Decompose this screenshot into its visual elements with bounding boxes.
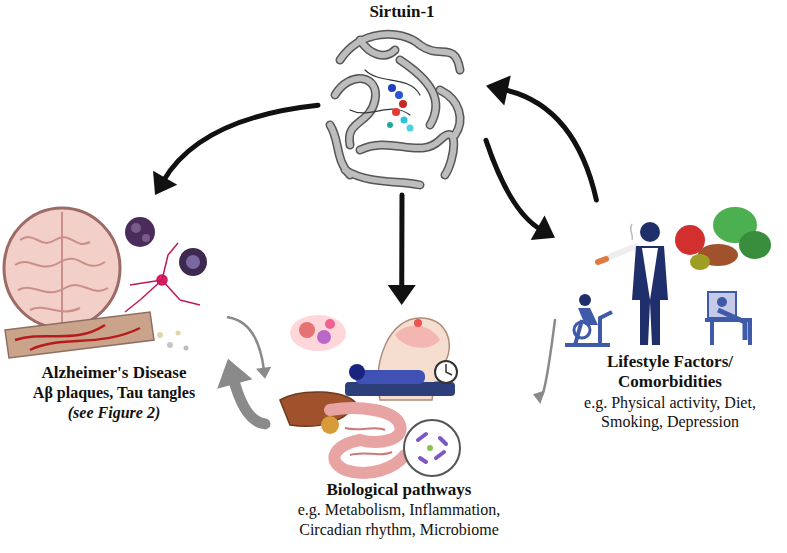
neuron bbox=[125, 243, 200, 312]
arrow-head bbox=[388, 285, 416, 305]
connector-line bbox=[541, 320, 555, 397]
body-pathways bbox=[280, 315, 460, 476]
connector-line bbox=[233, 379, 265, 424]
connector-line bbox=[163, 105, 318, 181]
node-title: Alzheimer's Disease bbox=[0, 363, 228, 383]
node-body: e.g. Metabolism, Inflammation, Circadian… bbox=[265, 500, 533, 538]
connector-arrow bbox=[486, 140, 555, 239]
connector-arrow bbox=[388, 195, 416, 305]
node-title: Lifestyle Factors/ Comorbidities bbox=[555, 352, 785, 393]
connector-line bbox=[486, 140, 541, 229]
connector-line bbox=[503, 90, 596, 200]
node-title: Sirtuin-1 bbox=[318, 2, 486, 22]
connector-arrow bbox=[153, 105, 318, 195]
node-title: Biological pathways bbox=[265, 480, 533, 500]
diagram-node: Sirtuin-1 bbox=[318, 0, 486, 195]
arrow-head bbox=[533, 391, 545, 404]
diagram-node: Lifestyle Factors/ Comorbiditiese.g. Phy… bbox=[555, 200, 785, 435]
node-subtitle: Aβ plaques, Tau tangles bbox=[0, 383, 228, 402]
protein-structure bbox=[330, 34, 460, 185]
diagram-node: Biological pathwayse.g. Metabolism, Infl… bbox=[265, 305, 533, 543]
arrow-head bbox=[486, 75, 511, 105]
connector-arrow bbox=[217, 359, 265, 424]
blood-vessel bbox=[5, 312, 189, 358]
arrow-head bbox=[217, 359, 252, 389]
diagram-node: Alzheimer's DiseaseAβ plaques, Tau tangl… bbox=[0, 195, 228, 426]
connector-arrow bbox=[533, 320, 555, 404]
arrow-head bbox=[256, 367, 271, 379]
connector-line bbox=[399, 195, 404, 289]
lifestyle-illustration bbox=[565, 207, 771, 345]
amyloid-plaque bbox=[125, 217, 207, 276]
ligand bbox=[387, 84, 414, 132]
connector-line bbox=[228, 317, 264, 370]
node-body: e.g. Physical activity, Diet, Smoking, D… bbox=[555, 393, 785, 431]
arrow-head bbox=[153, 171, 177, 195]
node-note: (see Figure 2) bbox=[0, 403, 228, 422]
arrow-head bbox=[531, 216, 555, 240]
brain-illustration bbox=[4, 208, 120, 328]
